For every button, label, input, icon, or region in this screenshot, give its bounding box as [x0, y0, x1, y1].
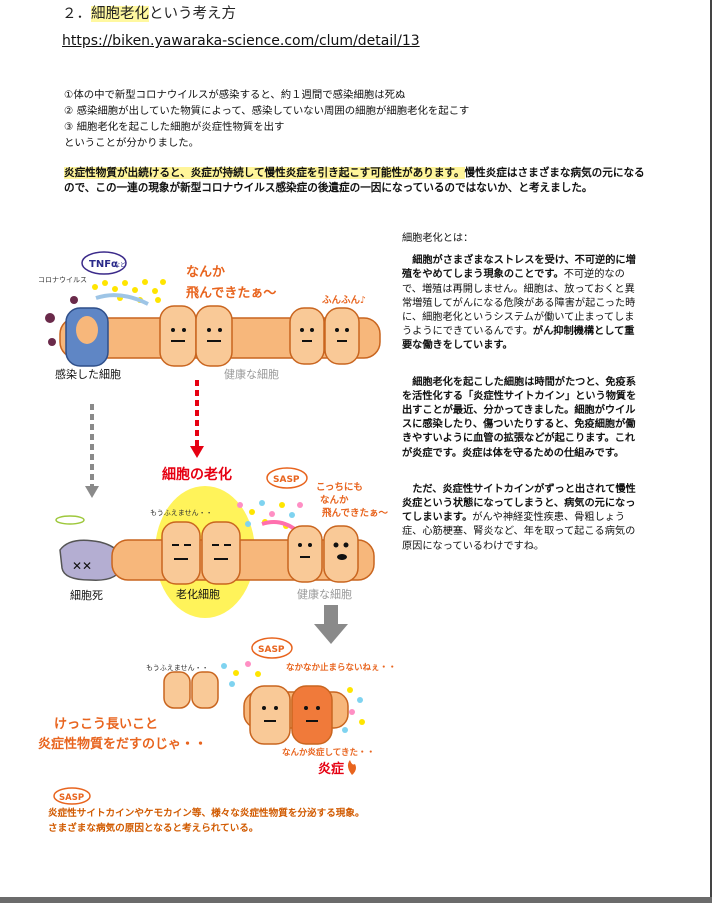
inflamed-text: なんか炎症してきた・・: [282, 747, 375, 758]
senescence-title: 細胞の老化: [162, 466, 232, 483]
step-1: ①体の中で新型コロナウイルスが感染すると、約１週間で感染細胞は死ぬ: [64, 89, 406, 101]
sasp-label-1: SASP: [273, 475, 300, 485]
step-3: ③ 細胞老化を起こした細胞が炎症性物質を出す: [64, 121, 285, 133]
cell-faces-row1: [171, 328, 349, 342]
cell-death-label: 細胞死: [70, 589, 103, 602]
nakanaka-text: なかなか止まらないねぇ・・: [286, 662, 397, 673]
sasp-bubble-2: [251, 637, 293, 659]
sidebar-paragraph-2: 細胞老化を起こした細胞は時間がたつと、免疫系を活性化する「炎症性サイトカイン」と…: [402, 376, 642, 461]
particles-row1: [92, 279, 166, 303]
sasp-definition-line1: 炎症性サイトカインやケモカイン等、様々な炎症性物質を分泌する現象。: [48, 808, 365, 819]
summary-highlight: 炎症性物質が出続けると、炎症が持続して慢性炎症を引き起こす可能性があります。: [64, 167, 465, 179]
healthy-cell-label-1: 健康な細胞: [224, 367, 279, 381]
tnf-label: TNFα: [89, 259, 118, 270]
cells-row2: [161, 521, 359, 585]
heading-rest: という考え方: [149, 6, 236, 22]
sasp-arrow-1: [261, 520, 298, 532]
flame-icon: [347, 760, 356, 775]
sasp-definition: 炎症性サイトカインやケモカイン等、様々な炎症性物質を分泌する現象。 さまざまな病…: [48, 806, 365, 836]
mou-text-1: もうふえません・・: [150, 509, 213, 517]
section-heading: ２．細胞老化という考え方: [62, 2, 236, 23]
sidebar-p2-bold-2: 細胞がウイルスに感染したり、傷ついたりすると、免疫細胞が働きやすいように血管の拡…: [402, 405, 636, 459]
sidebar-p2-bold: 細胞老化を起こした細胞は時間がたつと、免疫系を活性化する「炎症性サイトカイン」と…: [402, 376, 637, 417]
kocchi-text-c: 飛んできたぁ～: [321, 508, 389, 519]
sidebar-explanation: 細胞老化とは： 細胞がさまざまなストレスを受け、不可逆的に増殖をやめてしまう現象…: [402, 232, 642, 564]
particles-row3: [221, 661, 365, 733]
long-text-a: けっこう長いこと: [54, 717, 158, 732]
summary-rest: 慢性炎症はさまざまな病気の元になるので、この一連の現象が新型コロナウイルス感染症…: [64, 167, 645, 194]
particles-row2: [237, 500, 303, 529]
heading-number: ２．: [62, 6, 91, 22]
senescent-pair-row3: [163, 671, 219, 709]
sidebar-p3-text: がんや神経変性疾患、骨粗しょう症、心筋梗塞、腎炎など、年を取って起こる病気の原因…: [402, 512, 636, 552]
cells-row1: [159, 305, 360, 367]
page-edge-bottom: [0, 897, 712, 903]
sasp-bubble-footer: [53, 787, 91, 805]
virus-label: コロナウイルス: [38, 276, 87, 284]
page-edge-right: [710, 0, 712, 903]
healthy-cell-label-2: 健康な細胞: [297, 587, 352, 601]
sidebar-p3-bold: ただ、炎症性サイトカインがずっと出されて慢性炎症という状態になってしまうと、病気…: [402, 483, 636, 524]
sidebar-title: 細胞老化とは：: [402, 233, 474, 244]
inflamed-cell-1: [249, 685, 291, 745]
inflammation-label: 炎症: [318, 761, 344, 777]
source-link[interactable]: https://biken.yawaraka-science.com/clum/…: [62, 33, 420, 49]
mou-text-2: もうふえません・・: [146, 664, 209, 672]
sidebar-p1-bold-end: がん抑制機構として重要な働きをしています。: [402, 326, 635, 352]
dead-cell-eyes: ✕✕: [72, 559, 92, 573]
kocchi-text-b: なんか: [320, 495, 349, 506]
step-conclusion: ということが分かりました。: [64, 137, 200, 149]
sasp-definition-line2: さまざまな病気の原因となると考えられている。: [48, 823, 259, 834]
infected-nucleus: [76, 316, 98, 344]
heading-highlight: 細胞老化: [91, 6, 149, 22]
sasp-label-2: SASP: [258, 645, 285, 655]
flying-text-1a: なんか: [186, 265, 225, 280]
long-text-b: 炎症性物質をだすのじゃ・・: [38, 736, 207, 752]
summary-paragraph: 炎症性物質が出続けると、炎症が持続して慢性炎症を引き起こす可能性があります。慢性…: [64, 166, 654, 196]
sidebar-paragraph-3: ただ、炎症性サイトカインがずっと出されて慢性炎症という状態になってしまうと、病気…: [402, 483, 642, 554]
senescent-cell-label: 老化細胞: [176, 587, 220, 601]
sasp-bubble-1: [266, 467, 308, 489]
kocchi-text-a: こっちにも: [316, 482, 363, 493]
funfun-text: ふんふん♪: [322, 295, 366, 306]
halo-icon: [55, 515, 85, 525]
sidebar-p1-bold: 細胞がさまざまなストレスを受け、不可逆的に増殖をやめてしまう現象のことです。: [402, 255, 636, 281]
steps-list: ①体の中で新型コロナウイルスが感染すると、約１週間で感染細胞は死ぬ ② 感染細胞…: [64, 87, 469, 151]
flying-text-1b: 飛んできたぁ～: [185, 286, 276, 301]
inflamed-cell-2: [291, 685, 333, 745]
tnf-sub: など: [114, 261, 126, 269]
sasp-label-footer: SASP: [59, 793, 84, 803]
infected-cell-label: 感染した細胞: [55, 367, 121, 381]
tnf-bubble: [81, 251, 127, 275]
sidebar-p1-text: 不可逆的なので、増殖は再開しません。細胞は、放っておくと異常増殖してがんになる危…: [402, 269, 636, 338]
particle-arrow: [95, 293, 149, 306]
gray-down-arrow: [324, 605, 338, 625]
cell-faces-row2: [172, 542, 349, 560]
sidebar-paragraph-1: 細胞がさまざまなストレスを受け、不可逆的に増殖をやめてしまう現象のことです。不可…: [402, 254, 642, 353]
step-2: ② 感染細胞が出していた物質によって、感染していない周囲の細胞が細胞老化を起こす: [64, 105, 470, 117]
